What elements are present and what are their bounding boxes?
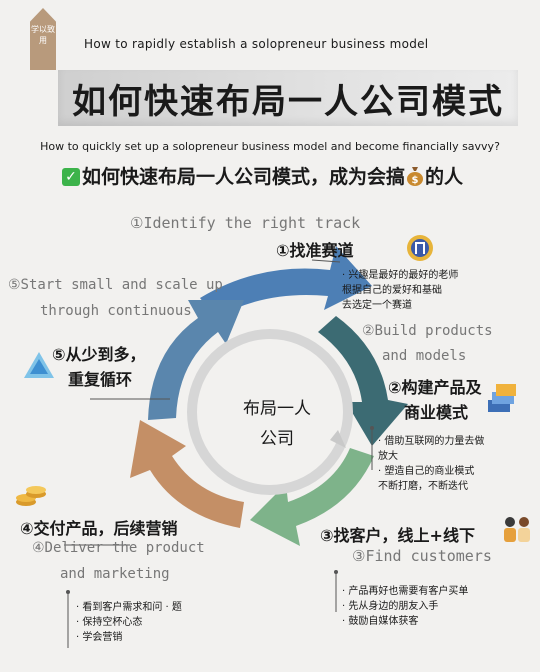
subtitle-en: How to rapidly establish a solopreneur b… xyxy=(84,37,429,51)
inner-circle xyxy=(187,329,353,495)
step4-bullet-2: · 保持空杯心态 xyxy=(76,617,143,628)
step2-en-1: ②Build products xyxy=(362,323,493,339)
center-label: 布局一人 公司 xyxy=(222,394,332,454)
step4-bullet-1: · 看到客户需求和问 · 题 xyxy=(76,602,182,613)
step1-bullet-2: 根据自己的爱好和基础 xyxy=(342,285,442,296)
step5-cn-2: 重复循环 xyxy=(68,370,133,389)
step1-cn: ①找准赛道 xyxy=(276,241,354,260)
connector-dot-2 xyxy=(370,426,374,430)
ring-segment-4 xyxy=(130,420,244,528)
page-title: 如何快速布局一人公司模式 xyxy=(72,82,504,122)
step2-bullet-2: 放大 xyxy=(378,451,398,462)
triangle-icon xyxy=(22,350,56,384)
question-cn: ✓如何快速布局一人公司模式，成为会搞 $ 的人 xyxy=(62,162,463,191)
step2-bullets: · 借助互联网的力量去做 放大 · 塑造自己的商业模式 不断打磨，不断迭代 xyxy=(378,434,484,494)
step3-bullet-2: · 先从身边的朋友入手 xyxy=(342,601,439,612)
step4-bullet-3: · 学会营销 xyxy=(76,632,123,643)
step1-en: ①Identify the right track xyxy=(130,214,361,232)
step5-en-1: ⑤Start small and scale up xyxy=(8,277,223,293)
center-line-2: 公司 xyxy=(260,429,294,449)
step3-bullet-3: · 鼓励自媒体获客 xyxy=(342,616,419,627)
coins-icon xyxy=(14,478,50,514)
step2-bullet-1: · 借助互联网的力量去做 xyxy=(378,436,485,447)
step3-en: ③Find customers xyxy=(352,547,492,565)
step3-bullets: · 产品再好也需要有客户买单 · 先从身边的朋友入手 · 鼓励自媒体获客 xyxy=(342,584,468,629)
stack-icon xyxy=(484,382,520,420)
step4-en-2: and marketing xyxy=(60,566,170,582)
title-banner xyxy=(58,70,518,126)
step1-bullet-3: 去选定一个赛道 xyxy=(342,300,412,311)
step4-en-1: ④Deliver the product xyxy=(32,540,205,556)
money-bag-icon: $ xyxy=(406,166,424,191)
connector-dot-3 xyxy=(334,570,338,574)
connector-1 xyxy=(311,259,341,263)
step4-bullets: · 看到客户需求和问 · 题 · 保持空杯心态 · 学会营销 xyxy=(76,600,182,645)
step5-cn-1: ⑤从少到多， xyxy=(52,345,146,364)
people-icon xyxy=(500,514,534,548)
study-badge: 学以致用 xyxy=(30,8,56,70)
step3-bullet-1: · 产品再好也需要有客户买单 xyxy=(342,586,469,597)
question-en: How to quickly set up a solopreneur busi… xyxy=(40,140,500,153)
question-cn-text: 如何快速布局一人公司模式，成为会搞 xyxy=(82,166,406,188)
step2-en-2: and models xyxy=(382,348,467,364)
step2-cn-2: 商业模式 xyxy=(404,403,469,422)
center-line-1: 布局一人 xyxy=(243,399,311,419)
step4-cn: ④交付产品，后续营销 xyxy=(20,519,178,538)
ring-segment-3 xyxy=(250,448,374,546)
step1-bullets: · 兴趣是最好的最好的老师 根据自己的爱好和基础 去选定一个赛道 xyxy=(342,268,458,313)
step1-bullet-1: · 兴趣是最好的最好的老师 xyxy=(342,270,459,281)
ring-segment-2 xyxy=(318,316,408,446)
step3-cn: ③找客户，线上+线下 xyxy=(320,526,475,545)
ring-segment-5 xyxy=(148,300,244,420)
question-cn-tail: 的人 xyxy=(425,166,464,188)
check-icon: ✓ xyxy=(62,168,80,186)
step2-cn-1: ②构建产品及 xyxy=(388,378,482,397)
inner-arrow-head xyxy=(330,430,346,448)
svg-text:$: $ xyxy=(412,175,419,186)
step2-bullet-4: 不断打磨，不断迭代 xyxy=(378,481,468,492)
step1-icon xyxy=(406,234,434,266)
connector-dot-4 xyxy=(66,590,70,594)
step5-en-2: through continuous xyxy=(40,303,192,319)
step2-bullet-3: · 塑造自己的商业模式 xyxy=(378,466,475,477)
